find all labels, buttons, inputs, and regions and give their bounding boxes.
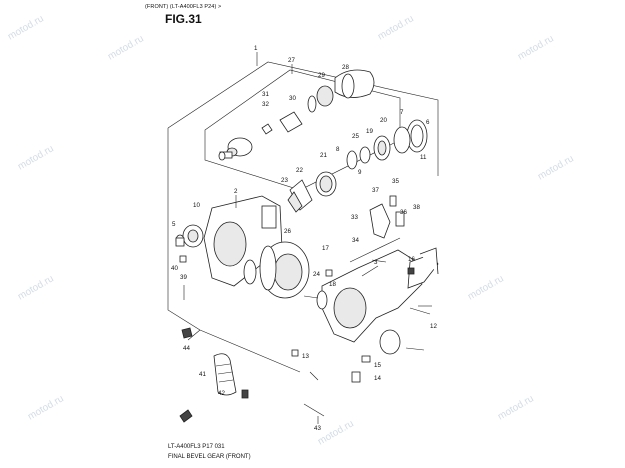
reference-link[interactable]: (FRONT) (LT-A400FL3 P24) > <box>145 4 222 10</box>
assembly-outline <box>167 128 301 373</box>
differential-gear <box>243 241 310 299</box>
callout-18: 18 <box>329 281 336 288</box>
callout-42: 42 <box>218 390 225 397</box>
callout-26: 26 <box>284 228 291 235</box>
callout-44: 44 <box>183 345 190 352</box>
watermark-text: motod.ru <box>6 13 46 42</box>
watermark-text: motod.ru <box>536 153 576 182</box>
watermark-text: motod.ru <box>16 143 56 172</box>
callout-11: 11 <box>420 154 427 161</box>
callout-23: 23 <box>281 177 288 184</box>
callout-34: 34 <box>352 237 359 244</box>
diagram-title: FINAL BEVEL GEAR (FRONT) <box>168 454 251 460</box>
callout-10: 10 <box>193 202 200 209</box>
callout-3: 3 <box>374 259 378 266</box>
assembly-outline <box>167 61 439 176</box>
model-code: LT-A400FL3 P17 031 <box>168 444 225 450</box>
callout-43: 43 <box>314 425 321 432</box>
joint-group <box>218 69 375 161</box>
leader-lines <box>183 52 431 424</box>
callout-17: 17 <box>322 245 329 252</box>
callout-24: 24 <box>313 271 320 278</box>
watermark-text: motod.ru <box>466 273 506 302</box>
callout-38: 38 <box>413 204 420 211</box>
callout-40: 40 <box>171 265 178 272</box>
callout-32: 32 <box>262 101 269 108</box>
figure-title: FIG.31 <box>165 12 202 26</box>
callout-41: 41 <box>199 371 206 378</box>
watermark-text: motod.ru <box>106 33 146 62</box>
watermark-text: motod.ru <box>26 393 66 422</box>
callout-36: 36 <box>400 209 407 216</box>
callout-29: 29 <box>318 72 325 79</box>
callout-20: 20 <box>380 117 387 124</box>
callout-22: 22 <box>296 167 303 174</box>
fastener-group <box>175 237 432 417</box>
callout-35: 35 <box>392 178 399 185</box>
watermark-text: motod.ru <box>16 273 56 302</box>
callout-6: 6 <box>426 119 430 126</box>
callout-1: 1 <box>254 45 258 52</box>
callout-31: 31 <box>262 91 269 98</box>
callout-21: 21 <box>320 152 327 159</box>
callout-37: 37 <box>372 187 379 194</box>
watermark-text: motod.ru <box>516 33 556 62</box>
callout-7: 7 <box>400 109 404 116</box>
callout-14: 14 <box>374 375 381 382</box>
callout-39: 39 <box>180 274 187 281</box>
callout-30: 30 <box>289 95 296 102</box>
callout-9: 9 <box>358 169 362 176</box>
bearing-group <box>175 119 428 248</box>
callout-2: 2 <box>234 188 238 195</box>
boot-group <box>179 353 249 423</box>
callout-25: 25 <box>352 133 359 140</box>
callout-8: 8 <box>336 146 340 153</box>
callout-12: 12 <box>430 323 437 330</box>
callout-16: 16 <box>408 256 415 263</box>
callout-33: 33 <box>351 214 358 221</box>
shift-group <box>349 195 439 289</box>
callout-15: 15 <box>374 362 381 369</box>
watermark-text: motod.ru <box>316 418 356 447</box>
watermark-text: motod.ru <box>496 393 536 422</box>
callout-19: 19 <box>366 128 373 135</box>
callout-labels: 1 2 3 5 6 7 8 9 10 11 12 13 14 15 16 17 … <box>171 45 437 432</box>
callout-27: 27 <box>288 57 295 64</box>
callout-13: 13 <box>302 353 309 360</box>
watermark-text: motod.ru <box>376 13 416 42</box>
callout-28: 28 <box>342 64 349 71</box>
callout-5: 5 <box>172 221 176 228</box>
